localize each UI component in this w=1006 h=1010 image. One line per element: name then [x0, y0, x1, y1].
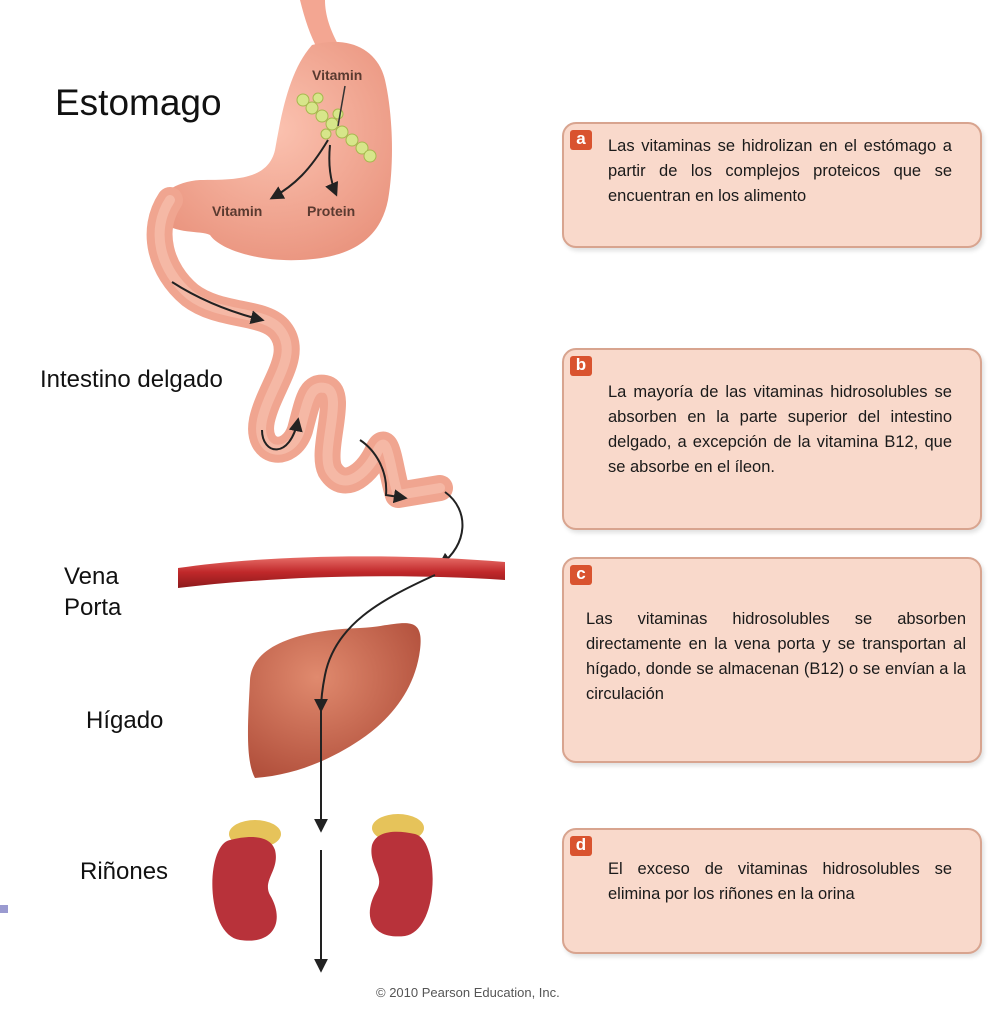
- intestine-flow-arrow-1: [171, 281, 265, 325]
- portal-vein-label-line1: Vena: [64, 563, 119, 590]
- stomach-label: Estomago: [55, 82, 222, 123]
- vitamin-label: Vitamin: [212, 203, 262, 219]
- right-kidney: [369, 814, 433, 937]
- liver: [247, 623, 421, 778]
- vein-to-liver-arrow: [314, 574, 436, 713]
- esophagus: [300, 0, 340, 50]
- portal-vein: [178, 556, 505, 588]
- intestine-flow-arrow-2: [261, 417, 303, 451]
- kidneys-label: Riñones: [80, 858, 169, 885]
- step-b-badge: b: [570, 356, 592, 376]
- left-kidney: [212, 820, 281, 941]
- step-c-text: Las vitaminas hidrosolubles se absorben …: [586, 610, 966, 703]
- step-b-box: b La mayoría de las vitaminas hidrosolub…: [562, 348, 982, 530]
- vitamin-protein-complex: [296, 92, 377, 163]
- intestine-label: Intestino delgado: [40, 366, 223, 393]
- step-d-text: El exceso de vitaminas hidrosolubles se …: [608, 860, 952, 903]
- vitamin-pointer-line: [337, 85, 346, 127]
- step-d-badge: d: [570, 836, 592, 856]
- step-b-text: La mayoría de las vitaminas hidrosoluble…: [608, 383, 952, 476]
- liver-label: Hígado: [86, 707, 164, 734]
- copyright-notice: © 2010 Pearson Education, Inc.: [376, 985, 560, 1000]
- hydrolysis-arrow-vitamin: [269, 139, 329, 200]
- stomach: [157, 41, 392, 261]
- step-a-badge: a: [570, 130, 592, 150]
- step-c-box: c Las vitaminas hidrosolubles se absorbe…: [562, 557, 982, 763]
- protein-label: Protein: [307, 203, 355, 219]
- edge-marker: [0, 905, 8, 913]
- vitamin-top-label: Vitamin: [312, 67, 362, 83]
- portal-vein-label-line2: Porta: [64, 594, 122, 621]
- to-portal-vein-arrow: [437, 491, 464, 567]
- step-c-badge: c: [570, 565, 592, 585]
- hydrolysis-arrow-protein: [325, 144, 339, 197]
- step-a-text: Las vitaminas se hidrolizan en el estóma…: [608, 137, 952, 205]
- step-a-box: a Las vitaminas se hidrolizan en el estó…: [562, 122, 982, 248]
- step-d-box: d El exceso de vitaminas hidrosolubles s…: [562, 828, 982, 954]
- intestine-flow-arrow-3: [359, 439, 408, 504]
